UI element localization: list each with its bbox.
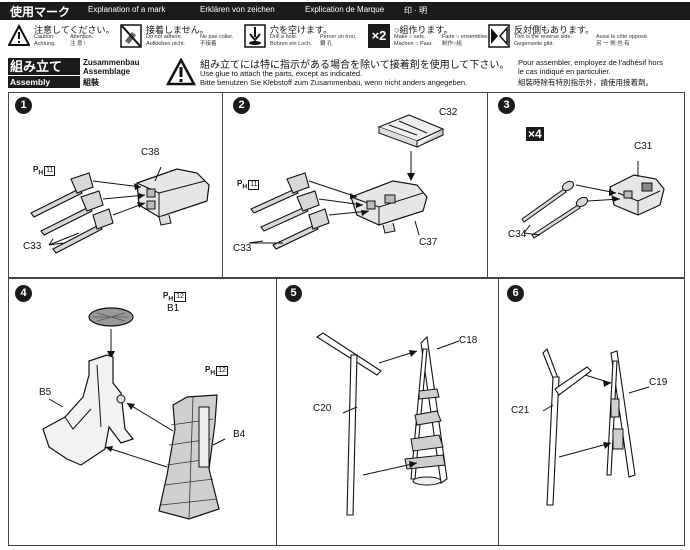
assembly-title-de: Zusammenbau [83,58,140,67]
glue-notice-cn: 組裝時除有特別指示外，請使用接着劑。 [518,78,653,87]
part-label-c32: C32 [439,107,458,118]
mark-make-sets: ×2 ○組作ります。 Make ○ sets.Machen ○ Paar. Fa… [368,22,490,52]
step-5-illustration [277,279,499,545]
drill-hole-icon [244,24,266,48]
part-label-c19: C19 [649,377,668,388]
part-label-c20: C20 [313,403,332,414]
mark-reverse-side: 反対側もあります。 This is the reverse side.Gegen… [488,22,688,52]
legend-title-cn: 印 · 明 [404,6,428,15]
step-1-illustration [9,93,222,277]
legend-title-de: Erklären von zeichen [200,5,275,14]
assembly-title-en: Assembly [8,76,80,88]
step-4-illustration [9,279,277,545]
no-glue-icon [120,24,142,48]
step-number: 4 [15,285,32,302]
part-label-c18: C18 [459,335,478,346]
step-number: 5 [285,285,302,302]
part-label-b4: B4 [233,429,246,440]
legend-title-fr: Explication de Marque [305,5,385,14]
warning-icon [8,24,30,46]
part-label-c33: C33 [23,241,42,252]
step-3-panel: 3 ×4 C31 C34 [487,92,685,278]
assembly-title-fr: Assemblage [83,67,131,76]
reverse-side-icon [488,24,510,48]
legend-title: 使用マーク [10,5,71,19]
part-label-b5: B5 [39,387,52,398]
times-four-icon: ×4 [526,127,544,141]
mark-drill-hole: 穴を空けます。 Drill a hole.Bohren ein Loch. Pe… [244,22,364,52]
step-number: 1 [15,97,32,114]
assembly-heading: 組み立て Assembly Zusammenbau Assemblage 組裝 [8,58,158,88]
times-two-icon: ×2 [368,24,390,48]
legend-title-en: Explanation of a mark [88,5,166,14]
mark-caution: 注意してください。 Caution.Achtung. Attention.注 意… [8,22,118,52]
part-label-c21: C21 [511,405,530,416]
glue-notice-jp: 組み立てには特に指示がある場合を除いて接着剤を使用して下さい。 [200,60,510,71]
part-label-c37: C37 [419,237,438,248]
glue-notice: 組み立てには特に指示がある場合を除いて接着剤を使用して下さい。 Use glue… [200,56,688,90]
step-3-illustration [488,93,684,277]
part-label-c33: C33 [233,243,252,254]
glue-notice-fr-2: le cas indiqué en particulier. [518,67,611,76]
step-number: 3 [498,97,515,114]
mark-no-glue: 接着しません。 Do not adhere.Aufkleben nicht. N… [120,22,260,52]
part-label-b1: B1 [167,303,180,314]
part-label-c38: C38 [141,147,160,158]
mark-legend-header: 使用マーク Explanation of a mark Erklären von… [0,2,690,20]
step-2-panel: 2 [222,92,488,278]
step-number: 2 [233,97,250,114]
assembly-title-cn: 組裝 [83,78,99,87]
part-label-c34: C34 [508,229,527,240]
step-6-panel: 6 C19 C21 [498,278,685,546]
assembly-title-jp: 組み立て [8,58,80,75]
glue-notice-fr-1: Pour assembler, employez de l'adhésif ho… [518,58,663,67]
step-number: 6 [507,285,524,302]
step-6-illustration [499,279,684,545]
part-label-c31: C31 [634,141,653,152]
glue-warning-icon [166,58,196,86]
step-5-panel: 5 C18 C20 [276,278,500,546]
step-2-illustration [223,93,487,277]
glue-notice-de: Bitte benutzen Sie Klebstoff zum Zusamme… [200,78,468,87]
glue-notice-en: Use glue to attach the parts, except as … [200,69,363,78]
